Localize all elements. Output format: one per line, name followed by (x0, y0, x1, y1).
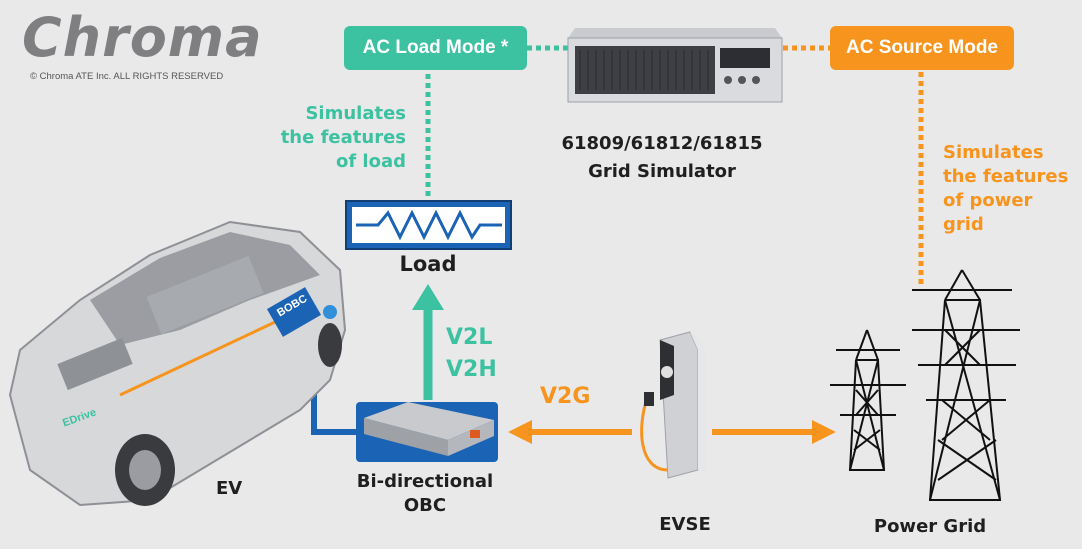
load-resistor-box (345, 200, 512, 250)
obc-image (356, 402, 498, 462)
obc-label-line-2: OBC (403, 495, 447, 516)
v2l-arrow (412, 284, 444, 400)
load-desc-line-3: of load (335, 151, 406, 172)
load-description: Simulates the features of load (250, 102, 406, 174)
ac-load-dotted-line (425, 45, 572, 200)
ev-label: EV (216, 478, 243, 499)
v2l-label: V2L (446, 325, 493, 350)
simulator-label: 61809/61812/61815 Grid Simulator (552, 130, 772, 186)
copyright-text: © Chroma ATE Inc. ALL RIGHTS RESERVED (30, 71, 224, 82)
simulator-name: Grid Simulator (588, 161, 736, 182)
ac-source-dotted-line (783, 45, 924, 284)
obc-label: Bi-directional OBC (340, 470, 510, 518)
load-desc-line-1: Simulates (305, 103, 406, 124)
load-label: Load (399, 252, 457, 276)
power-grid-towers (830, 269, 1020, 501)
ac-source-mode-box: AC Source Mode (830, 26, 1014, 70)
chroma-logo: Chroma (22, 6, 263, 69)
ev-car-image (8, 220, 347, 507)
load-desc-line-2: the features (280, 127, 406, 148)
grid-simulator-image (567, 28, 783, 103)
v2g-arrow (508, 420, 632, 444)
evse-label: EVSE (659, 514, 711, 535)
grid-description: Simulates the features of power grid (943, 141, 1078, 237)
ac-load-mode-box: AC Load Mode * (344, 26, 527, 70)
v2l-v2h-labels: V2L V2H (446, 322, 497, 386)
grid-desc-line-1: Simulates (943, 142, 1044, 163)
evse-image (640, 331, 706, 479)
obc-label-line-1: Bi-directional (356, 471, 494, 492)
v2h-label: V2H (446, 357, 497, 382)
grid-arrow (712, 420, 836, 444)
grid-desc-line-2: the features (943, 166, 1069, 187)
v2g-label: V2G (540, 384, 591, 409)
simulator-models: 61809/61812/61815 (561, 133, 763, 154)
grid-desc-line-3: of power grid (943, 190, 1033, 235)
power-grid-label: Power Grid (873, 516, 987, 537)
